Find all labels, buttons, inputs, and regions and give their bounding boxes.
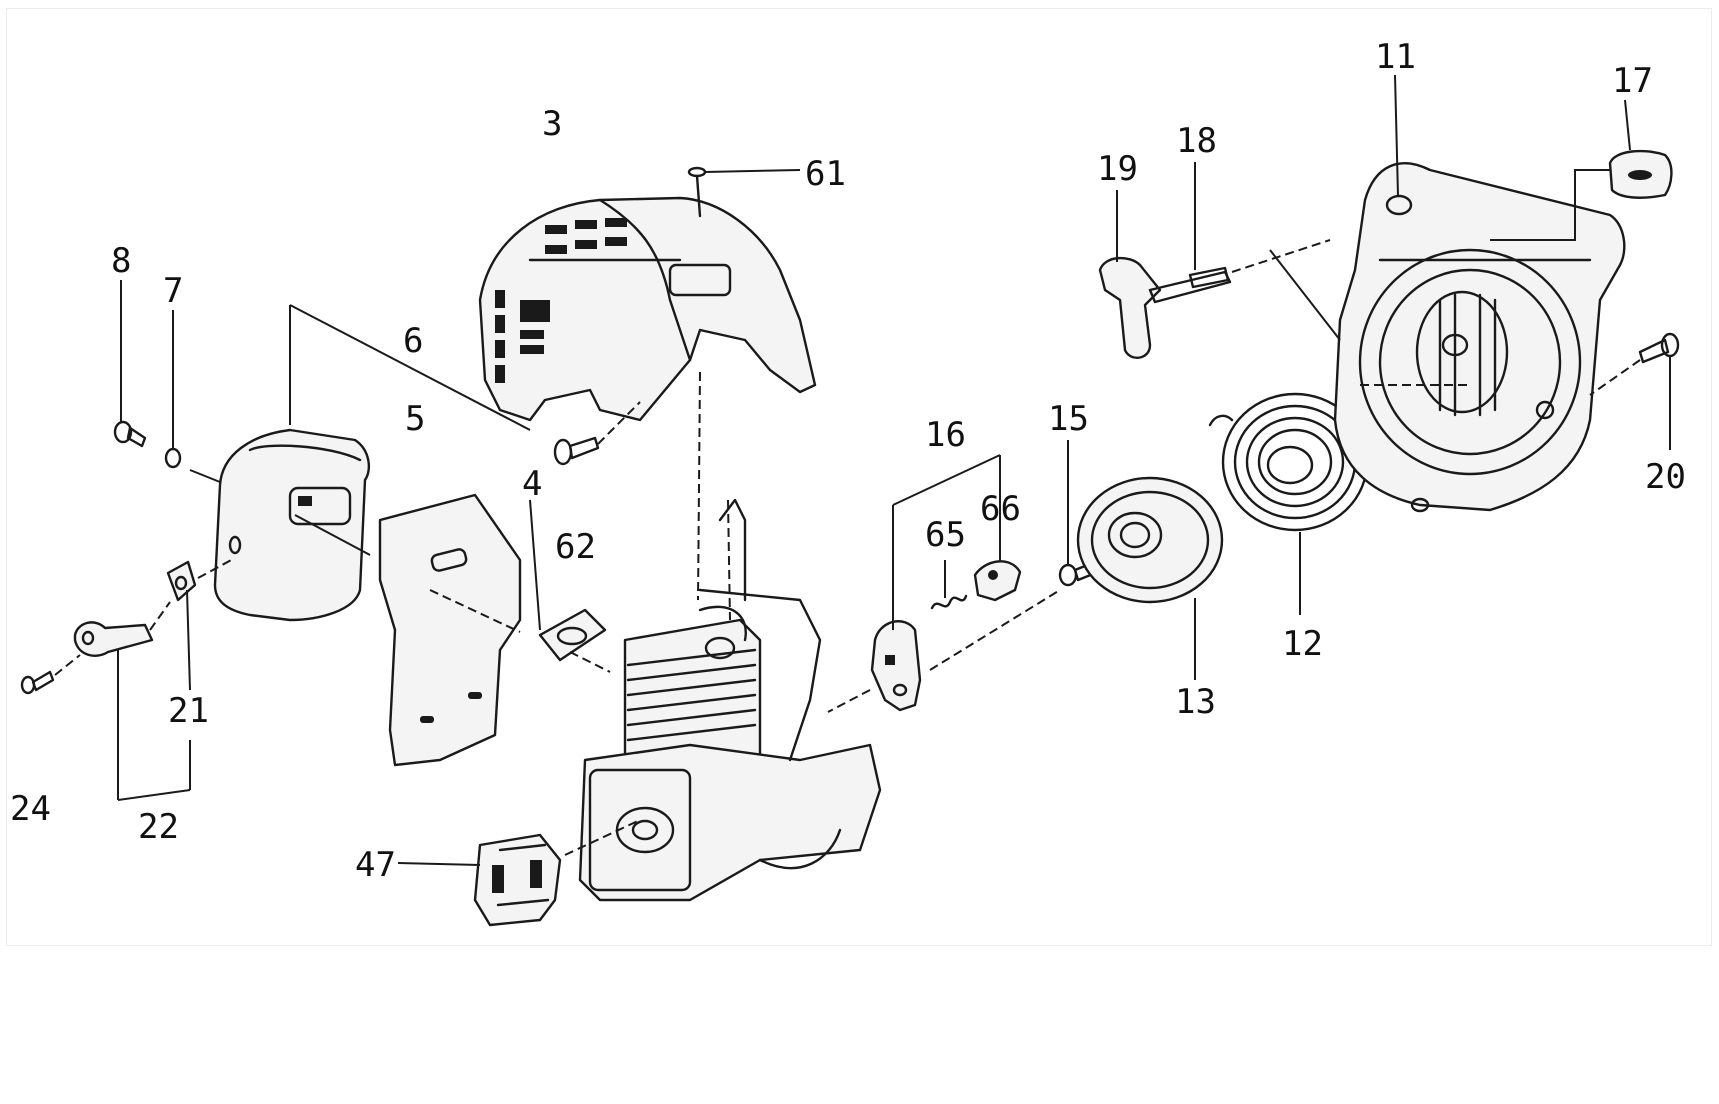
label-20: 20: [1645, 457, 1686, 497]
label-3: 3: [542, 104, 562, 144]
part-65-spring: [930, 594, 968, 610]
part-5-heat-shield-plate: [378, 493, 522, 767]
part-13-pulley: [1076, 476, 1224, 604]
label-7: 7: [163, 271, 183, 311]
part-18-rope-pin: [1188, 266, 1230, 289]
label-18: 18: [1176, 121, 1217, 161]
part-21-gasket: [166, 560, 197, 602]
part-24-screw: [20, 670, 55, 695]
label-66: 66: [980, 489, 1021, 529]
part-19-starter-handle: [1098, 256, 1232, 359]
label-6: 6: [403, 321, 423, 361]
label-8: 8: [111, 241, 131, 281]
part-3-engine-cover: [478, 196, 817, 422]
label-24: 24: [10, 789, 51, 829]
label-13: 13: [1175, 682, 1216, 722]
part-number-labels: 3 4 5 6 7 8 11 12 13 15 16 17 18 19 20 2…: [10, 37, 1686, 885]
label-65: 65: [925, 515, 966, 555]
part-20-screw: [1638, 332, 1680, 364]
label-21: 21: [168, 691, 209, 731]
part-16-ignition-coil: [870, 620, 922, 712]
part-62-screw: [553, 436, 600, 466]
part-7-washer: [164, 310, 182, 469]
part-4-gasket: [538, 608, 607, 662]
label-4: 4: [522, 464, 542, 504]
part-11-starter-housing: [1333, 162, 1626, 513]
part-47-intake-block: [473, 833, 562, 927]
muffler: [213, 428, 371, 622]
label-17: 17: [1612, 61, 1653, 101]
label-22: 22: [138, 807, 179, 847]
label-12: 12: [1282, 624, 1323, 664]
label-47: 47: [355, 845, 396, 885]
label-16: 16: [925, 415, 966, 455]
label-62: 62: [555, 527, 596, 567]
label-11: 11: [1375, 37, 1416, 77]
diagram-frame: [6, 8, 1712, 946]
part-17-knob-insert: [1608, 149, 1673, 199]
label-61: 61: [805, 154, 846, 194]
part-22-bracket: [73, 621, 154, 657]
part-8-bolt: [113, 280, 147, 448]
label-5: 5: [405, 399, 425, 439]
label-19: 19: [1097, 149, 1138, 189]
engine-cylinder-crankcase: [578, 498, 882, 902]
label-15: 15: [1048, 399, 1089, 439]
part-66-pawl: [973, 560, 1022, 602]
